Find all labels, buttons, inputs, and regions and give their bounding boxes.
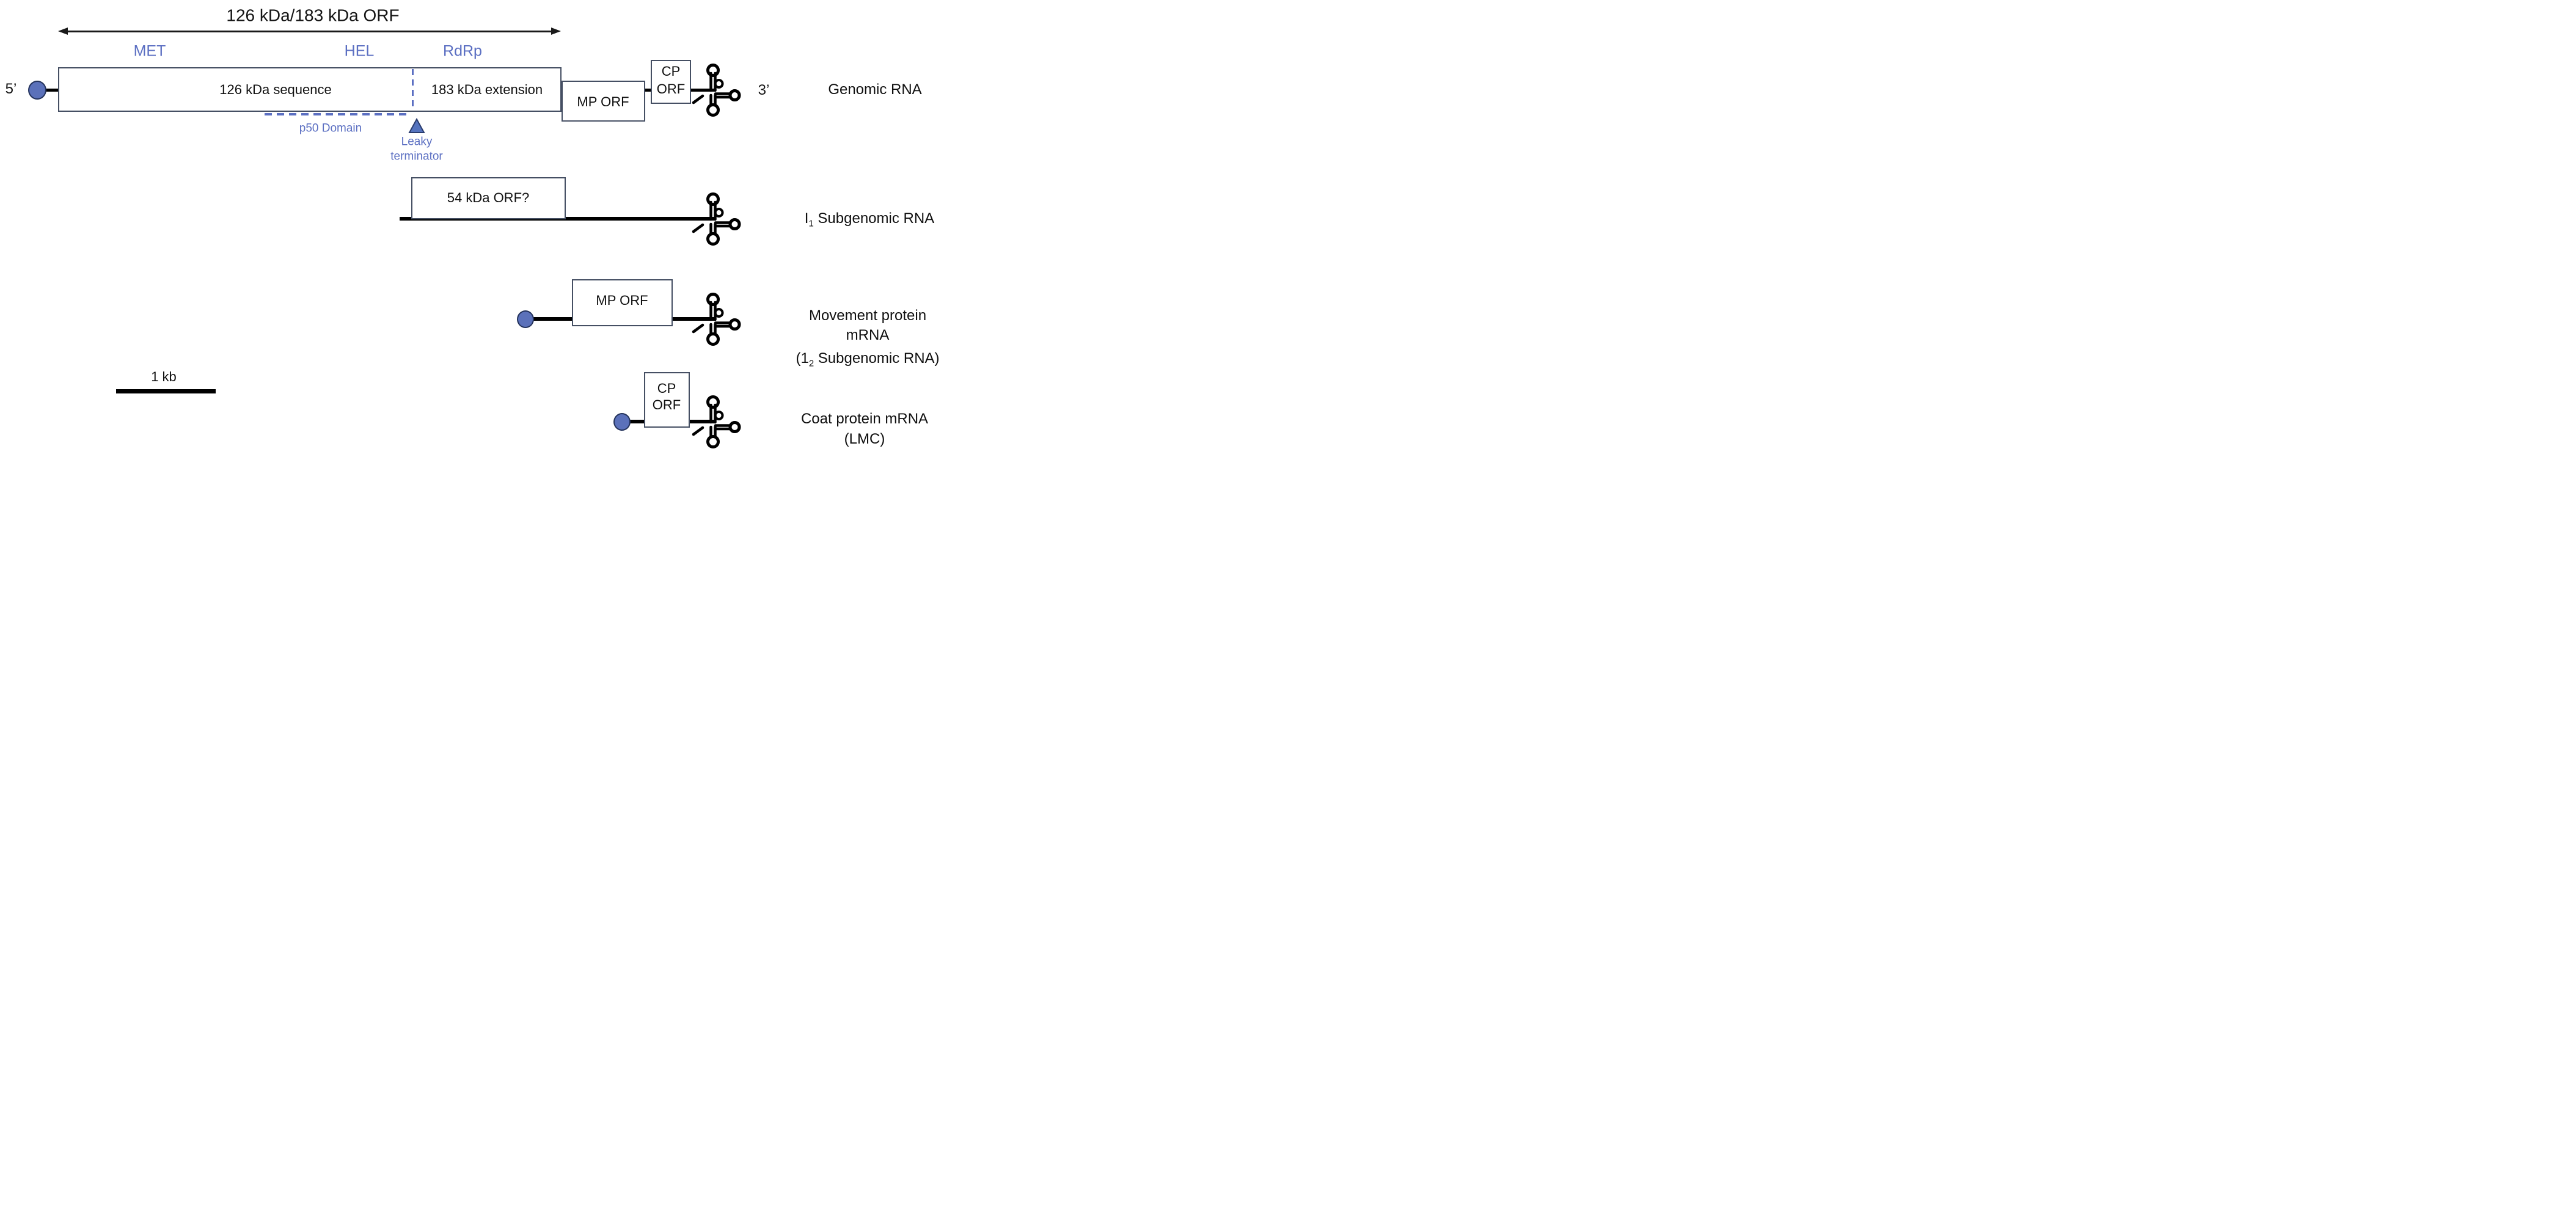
orf-54kda-box — [411, 177, 566, 219]
p50-domain-label: p50 Domain — [299, 122, 362, 135]
leaky-terminator-label-line2: terminator — [390, 150, 443, 163]
orf-span-title: 126 kDa/183 kDa ORF — [226, 5, 400, 25]
connector-cp-trna-line — [689, 89, 715, 92]
leaky-terminator-label-line1: Leaky — [401, 135, 433, 148]
arrowhead-right-icon — [551, 27, 561, 35]
orf-divider-dashed-line — [412, 69, 414, 110]
mp-orf-box-genomic — [562, 81, 645, 122]
row-label-genomic-rna: Genomic RNA — [828, 81, 922, 98]
connector-mp-cp-line — [643, 89, 653, 92]
domain-label-rdrp: RdRp — [443, 42, 482, 60]
trna-like-structure-icon — [692, 192, 741, 246]
arrowhead-left-icon — [58, 27, 68, 35]
mp-label-line3-rest: Subgenomic RNA) — [814, 349, 940, 367]
cap-connector-line — [44, 89, 60, 92]
scale-bar-label: 1 kb — [151, 368, 177, 384]
mp-orf-label-genomic: MP ORF — [577, 93, 629, 109]
diagram-canvas: 126 kDa/183 kDa ORF MET HEL RdRp 126 kDa… — [0, 0, 958, 458]
p50-domain-dashed-line — [265, 113, 406, 115]
domain-label-met: MET — [133, 42, 166, 60]
genomic-orf-box — [58, 67, 562, 112]
trna-like-structure-icon — [692, 64, 741, 117]
mp-orf-label-mrna: MP ORF — [596, 292, 648, 308]
i1-label-main: I — [804, 210, 809, 227]
five-prime-cap-icon — [28, 81, 46, 100]
orf-54kda-label: 54 kDa ORF? — [447, 189, 530, 205]
cp-orf-box-genomic — [651, 60, 691, 104]
cp-orf-label-line2-mrna: ORF — [652, 397, 681, 412]
cp-orf-box-mrna — [644, 372, 690, 428]
label-183kda-extension: 183 kDa extension — [431, 81, 543, 97]
row-label-coat-protein-line1: Coat protein mRNA — [800, 410, 929, 427]
leaky-terminator-marker-icon — [408, 118, 425, 133]
row-label-movement-protein-line3: (12 Subgenomic RNA) — [796, 349, 940, 369]
i1-label-subscript: 1 — [808, 219, 814, 229]
three-prime-label: 3’ — [758, 81, 770, 98]
row-label-movement-protein-line2: mRNA — [846, 326, 890, 343]
domain-label-hel: HEL — [344, 42, 375, 60]
scale-bar — [116, 389, 216, 393]
mp-mrna-cap-icon — [517, 310, 534, 328]
row-label-coat-protein-line2: (LMC) — [844, 430, 885, 447]
cp-mrna-cap-icon — [613, 413, 631, 431]
mp-orf-box-mrna — [572, 279, 673, 326]
mp-label-line3-pre: (1 — [796, 349, 809, 367]
five-prime-label: 5’ — [5, 80, 17, 97]
trna-like-structure-icon — [692, 395, 741, 448]
orf-span-arrow — [66, 31, 552, 32]
label-126kda-sequence: 126 kDa sequence — [219, 81, 332, 97]
cp-orf-label-line2-genomic: ORF — [656, 81, 686, 97]
cp-orf-label-line1-mrna: CP — [657, 380, 676, 396]
i1-label-rest: Subgenomic RNA — [813, 210, 935, 227]
trna-like-structure-icon — [692, 293, 741, 346]
cp-orf-label-line1-genomic: CP — [661, 63, 681, 79]
row-label-movement-protein-line1: Movement protein — [808, 307, 927, 324]
mp-label-line3-subscript: 2 — [808, 359, 814, 369]
row-label-i1-subgenomic-rna: I1 Subgenomic RNA — [804, 210, 935, 229]
